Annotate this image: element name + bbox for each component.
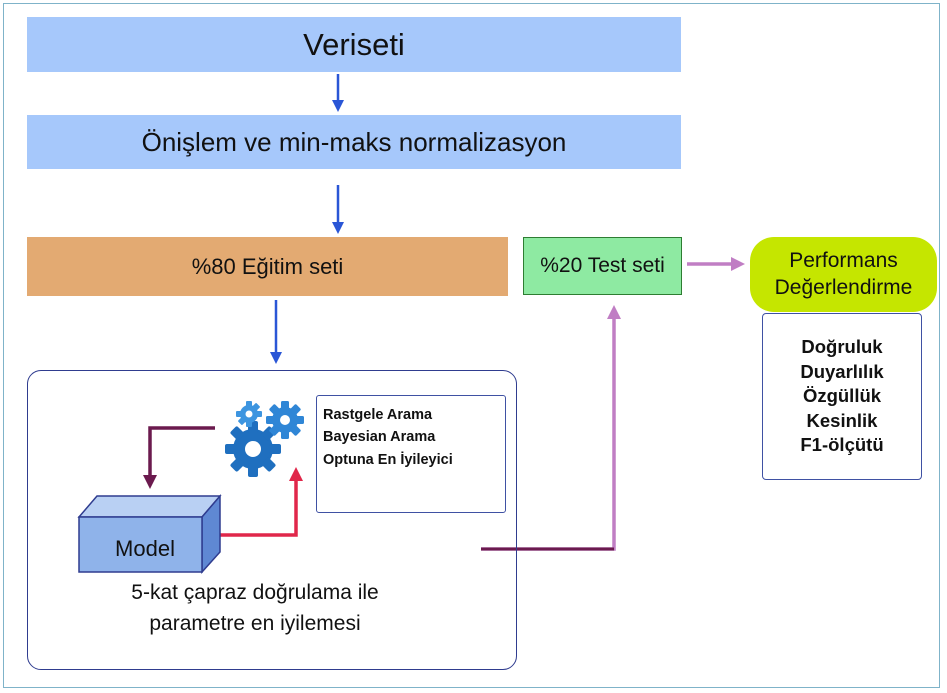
train-set-label: %80 Eğitim seti <box>191 253 344 279</box>
metric-sensitivity: Duyarlılık <box>800 360 884 382</box>
method-optuna: Optuna En İyileyici <box>323 451 453 468</box>
metric-accuracy: Doğruluk <box>801 336 883 358</box>
optimization-methods-box: Rastgele Arama Bayesian Arama Optuna En … <box>316 395 506 513</box>
test-set-box: %20 Test seti <box>523 237 682 295</box>
model-label: Model <box>115 536 175 561</box>
metrics-list: Doğruluk Duyarlılık Özgüllük Kesinlik F1… <box>762 313 922 480</box>
metric-precision: Kesinlik <box>806 409 878 431</box>
dataset-box: Veriseti <box>27 17 681 72</box>
preprocessing-label: Önişlem ve min-maks normalizasyon <box>141 126 567 157</box>
preprocessing-box: Önişlem ve min-maks normalizasyon <box>27 115 681 169</box>
metric-f1: F1-ölçütü <box>800 434 884 456</box>
performance-label-line2: Değerlendirme <box>774 275 913 299</box>
train-set-box: %80 Eğitim seti <box>27 237 508 296</box>
method-bayesian-search: Bayesian Arama <box>323 429 436 446</box>
cv-caption-line2: parametre en iyilemesi <box>149 612 361 635</box>
dataset-label: Veriseti <box>303 26 405 62</box>
cross-validation-caption: 5-kat çapraz doğrulama ile parametre en … <box>70 572 440 644</box>
metric-specificity: Özgüllük <box>802 385 882 407</box>
cv-caption-line1: 5-kat çapraz doğrulama ile <box>131 580 379 604</box>
test-set-label: %20 Test seti <box>540 254 665 277</box>
diagram-frame <box>3 3 940 688</box>
method-random-search: Rastgele Arama <box>323 407 433 423</box>
cross-validation-container <box>27 370 517 670</box>
performance-label-line1: Performans <box>789 249 898 273</box>
performance-evaluation-box: Performans Değerlendirme <box>750 237 937 312</box>
